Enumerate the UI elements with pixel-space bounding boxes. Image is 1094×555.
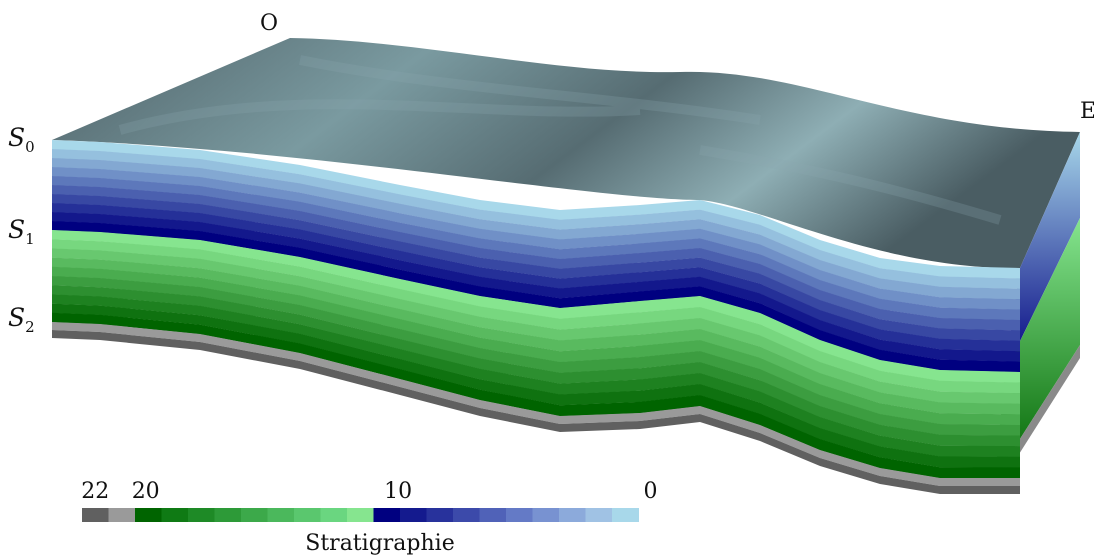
stratigraphic-layer xyxy=(52,167,1020,310)
colorbar-cell xyxy=(320,508,348,522)
colorbar-cell xyxy=(479,508,507,522)
top-surface xyxy=(52,38,1080,269)
colorbar-title: Stratigraphie xyxy=(305,531,454,555)
colorbar-cell xyxy=(506,508,533,522)
stratigraphic-layer xyxy=(52,212,1020,362)
colorbar-tick-label: 20 xyxy=(132,479,160,504)
colorbar-tick-labels: 22 20 10 0 xyxy=(81,479,657,504)
surface-letter: S xyxy=(8,215,25,244)
colorbar-cell xyxy=(532,508,560,522)
stratigraphic-layer xyxy=(52,230,1020,383)
surface-label-s1: S1 xyxy=(8,215,35,248)
colorbar-tick-label: 10 xyxy=(384,479,412,504)
east-face-upper xyxy=(1005,132,1080,372)
stratigraphic-layer xyxy=(52,140,1020,279)
stratigraphic-layer xyxy=(52,158,1020,300)
surface-index: 1 xyxy=(25,230,35,248)
stratigraphic-layer xyxy=(52,248,1020,404)
colorbar-cell xyxy=(241,508,268,522)
colorbar-cell xyxy=(82,508,109,522)
colorbar-cell xyxy=(161,508,189,522)
west-direction-label: O xyxy=(260,11,278,36)
stratigraphic-layer xyxy=(52,239,1020,394)
colorbar-cell xyxy=(373,508,401,522)
colorbar-cell xyxy=(347,508,374,522)
colorbar-cell xyxy=(135,508,162,522)
colorbar-cell xyxy=(294,508,321,522)
surface-index: 0 xyxy=(25,138,35,156)
surface-label-s0: S0 xyxy=(8,123,35,156)
colorbar-tick-label: 22 xyxy=(81,479,109,504)
colorbar-cell xyxy=(559,508,586,522)
surface-label-s2: S2 xyxy=(8,303,35,336)
stratigraphic-layer xyxy=(52,149,1020,289)
stratigraphic-layer xyxy=(52,221,1020,373)
lower-unit-layers xyxy=(52,230,1020,479)
surface-letter: S xyxy=(8,303,25,332)
colorbar-cell xyxy=(453,508,480,522)
stratigraphy-colorbar xyxy=(82,508,639,522)
colorbar-cell xyxy=(188,508,215,522)
stratigraphic-layer xyxy=(52,176,1020,321)
top-surface-texture xyxy=(118,55,1002,225)
colorbar-cell xyxy=(612,508,639,522)
surface-index: 2 xyxy=(25,318,35,336)
colorbar-cell xyxy=(267,508,295,522)
colorbar-tick-label: 0 xyxy=(644,479,658,504)
colorbar-cell xyxy=(426,508,454,522)
colorbar-cell xyxy=(214,508,242,522)
stratigraphic-layer xyxy=(52,203,1020,352)
stratigraphic-layer xyxy=(52,194,1020,341)
upper-unit-layers xyxy=(52,140,1020,373)
colorbar-cell xyxy=(108,508,136,522)
stratigraphic-layer xyxy=(52,185,1020,331)
colorbar-cell xyxy=(585,508,613,522)
colorbar-cell xyxy=(400,508,427,522)
east-direction-label: E xyxy=(1080,99,1094,124)
surface-letter: S xyxy=(8,123,25,152)
